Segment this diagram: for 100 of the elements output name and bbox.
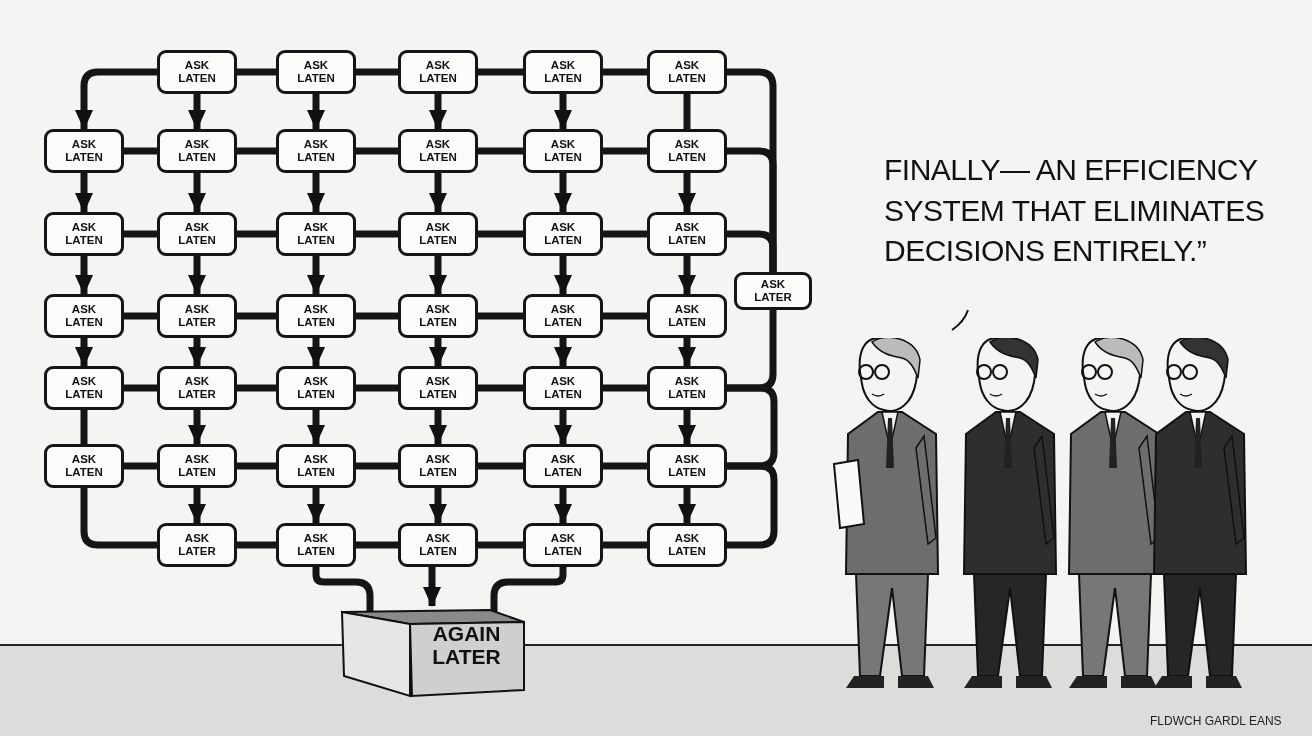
connector-line [727,462,778,549]
arrow [554,94,572,130]
arrow [678,338,696,367]
box-label: ASK LATEN [65,138,103,164]
connector-line [356,230,398,238]
connector-line [603,384,647,392]
connector-line [237,541,276,549]
arrow [307,410,325,445]
arrow [188,256,206,295]
arrow [429,94,447,130]
connector-line [124,230,157,238]
box-label: ASK LATEN [178,221,216,247]
connector-line [80,410,88,444]
connector-line [237,462,276,470]
arrow [75,256,93,295]
arrow [429,173,447,213]
process-box [523,129,603,173]
arrow [307,256,325,295]
box-label: ASK LATEN [419,138,457,164]
arrow [429,338,447,367]
process-box [157,212,237,256]
connector-line [356,384,398,392]
connector-line [237,384,276,392]
box-label: ASK LATEN [419,303,457,329]
arrow [678,488,696,524]
arrow [554,488,572,524]
box-label: ASK LATEN [178,59,216,85]
process-box [276,212,356,256]
arrow [307,488,325,524]
box-label: ASK LATEN [544,532,582,558]
arrow [429,256,447,295]
process-box [523,523,603,567]
connector-line [478,541,523,549]
process-box [647,523,727,567]
connector-line [237,147,276,155]
process-box [523,294,603,338]
box-label: ASK LATEN [65,221,103,247]
connector-line [478,147,523,155]
process-box [647,294,727,338]
connector-line [124,462,157,470]
connector-line [683,94,691,129]
process-box [157,523,237,567]
box-label: ASK LATEN [668,303,706,329]
box-label: ASK LATEN [65,375,103,401]
box-label: ASK LATEN [544,138,582,164]
box-label: AGAIN LATER [431,622,502,669]
process-box [157,294,237,338]
connector-line [478,230,523,238]
process-box [398,129,478,173]
process-box [398,366,478,410]
connector-line [603,230,647,238]
process-box [647,129,727,173]
arrow [188,488,206,524]
process-box [398,212,478,256]
connector-line [356,462,398,470]
connector-line [603,541,647,549]
connector-line [356,541,398,549]
process-box [276,294,356,338]
box-label: ASK LATEN [297,375,335,401]
box-label: ASK LATEN [544,375,582,401]
box-label: ASK LATEN [65,453,103,479]
process-box [44,212,124,256]
arrow [554,410,572,445]
box-label: ASK LATER [754,278,792,304]
box-label: ASK LATEN [178,138,216,164]
box-label: ASK LATEN [668,59,706,85]
connector-line [478,68,523,76]
box-label: ASK LATEN [419,375,457,401]
connector-line [478,384,523,392]
arrow [307,173,325,213]
speech-text: FINALLY— AN EFFICIENCY SYSTEM THAT ELIMINATES DECISIONS ENTIRELY.” [884,152,1266,269]
process-box [44,294,124,338]
signature-text: FLDWCH GARDL EANS [1150,714,1282,728]
box-label: ASK LATEN [668,453,706,479]
box-label: ASK LATEN [544,59,582,85]
connector-line [727,230,777,272]
process-box [523,366,603,410]
arrow [423,567,441,607]
box-label: ASK LATEN [297,59,335,85]
arrow [429,410,447,445]
arrow [307,94,325,130]
connector-line [124,384,157,392]
process-box [276,50,356,94]
connector-line [237,68,276,76]
connector-line [356,312,398,320]
connector-line [478,462,523,470]
connector-line [124,312,157,320]
arrow [188,94,206,130]
box-label: ASK LATEN [297,138,335,164]
box-label: ASK LATEN [668,532,706,558]
process-box [398,523,478,567]
process-box [647,212,727,256]
box-label: ASK LATEN [419,532,457,558]
process-box [276,444,356,488]
arrow [554,173,572,213]
process-box [398,294,478,338]
arrow [678,410,696,445]
arrow [188,338,206,367]
arrow [188,173,206,213]
process-box [44,444,124,488]
